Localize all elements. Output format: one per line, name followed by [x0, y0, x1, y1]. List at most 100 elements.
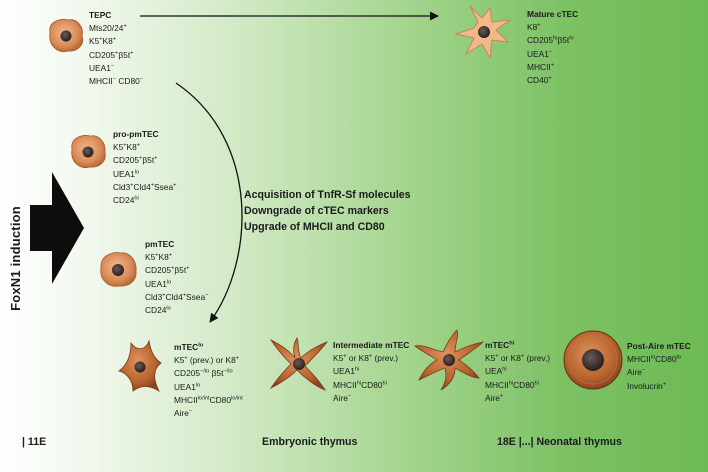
- cell-title: mTEChi: [485, 339, 550, 352]
- marker-name: CD40: [527, 75, 549, 86]
- marker-name: CD205: [113, 155, 140, 166]
- timeline-neonatal-thymus: 18E |...| Neonatal thymus: [497, 436, 622, 448]
- marker-level: +: [150, 182, 155, 189]
- mature-ctec-cell-icon: [454, 5, 512, 60]
- marker-name: MHCII: [333, 379, 357, 390]
- cell-title: Intermediate mTEC: [333, 340, 410, 350]
- marker-name: UEA1: [527, 48, 549, 59]
- marker-name: Ssea: [154, 181, 174, 192]
- cell-title: pro-pmTEC: [113, 129, 159, 139]
- marker-name: UEA1: [113, 168, 135, 179]
- marker-line: Aire−: [627, 366, 691, 379]
- marker-level: +: [162, 292, 166, 299]
- marker-level: +: [115, 50, 119, 57]
- tepc-cell-icon: [49, 19, 84, 53]
- cell-title: Post-Aire mTEC: [627, 341, 691, 351]
- marker-line: K5+ (prev.) or K8+: [174, 354, 243, 367]
- marker-line: Aire−: [333, 392, 409, 405]
- timeline-embryonic-thymus: Embryonic thymus: [262, 436, 358, 448]
- marker-name: CD24: [145, 305, 167, 316]
- marker-name: CD205: [89, 49, 116, 60]
- marker-level: lo/int: [230, 395, 243, 402]
- tepc-to-mtec-arrow: [175, 82, 243, 323]
- marker-level: +: [154, 155, 158, 162]
- marker-line: Mts20/24+: [89, 22, 143, 35]
- marker-level: −: [548, 49, 553, 56]
- marker-level: +: [123, 142, 127, 149]
- cell-title: Mature cTEC: [527, 9, 579, 19]
- marker-level: hi: [508, 380, 514, 387]
- marker-name: CD80: [513, 379, 535, 390]
- marker-name: MHCII: [89, 76, 113, 87]
- marker-name: MHCII: [627, 354, 651, 365]
- marker-line: MHCIIhiCD80hi: [485, 379, 550, 392]
- marker-name: Cld3: [145, 291, 163, 302]
- marker-level: +: [139, 155, 143, 162]
- marker-level: +: [123, 23, 127, 30]
- marker-name: β5t: [174, 265, 187, 276]
- marker-name: (prev.): [372, 353, 399, 364]
- marker-line: CD205+β5t+: [145, 264, 208, 277]
- marker-line: K8+: [527, 21, 578, 34]
- marker-name: Aire: [485, 392, 500, 403]
- marker-level: +: [499, 393, 504, 400]
- marker-name: UEA1: [333, 366, 355, 377]
- marker-level: lo: [195, 382, 201, 389]
- marker-line: UEA1−: [89, 62, 143, 75]
- marker-name: Mts20/24: [89, 23, 124, 34]
- marker-name: CD205: [145, 265, 172, 276]
- marker-level: hi: [569, 35, 574, 42]
- marker-level: +: [184, 355, 188, 362]
- marker-line: MHCIIhiCD80hi: [333, 379, 409, 392]
- marker-name: UEA1: [89, 62, 111, 73]
- marker-level: −: [110, 63, 115, 70]
- marker-level: −: [641, 367, 646, 374]
- marker-name: mTEC: [485, 340, 510, 350]
- process-note-line: Acquisition of TnfR-Sf molecules: [244, 189, 411, 201]
- marker-name: K5: [485, 353, 496, 364]
- marker-name: Aire: [627, 367, 642, 378]
- marker-level: +: [155, 252, 159, 259]
- marker-name: K5: [174, 355, 185, 366]
- marker-line: UEA1hi: [333, 365, 409, 378]
- marker-name: (prev.) or K8: [187, 355, 236, 366]
- post-aire-mtec-cell-icon: [563, 330, 623, 390]
- process-note: Acquisition of TnfR-Sf molecules Downgra…: [244, 187, 411, 235]
- marker-level: +: [130, 50, 134, 57]
- marker-line: Cld3+Cld4+Ssea−: [145, 291, 208, 304]
- marker-level: +: [182, 292, 187, 299]
- marker-name: Ssea: [186, 291, 206, 302]
- marker-name: UEA: [485, 366, 503, 377]
- marker-name: CD80: [361, 379, 383, 390]
- marker-name: or K8: [346, 353, 369, 364]
- marker-name: or K8: [498, 353, 521, 364]
- foxn1-induction-arrow: [30, 172, 84, 284]
- marker-name: CD80: [655, 354, 677, 365]
- marker-name: K8: [527, 22, 538, 33]
- marker-level: −: [188, 408, 193, 415]
- marker-level: +: [235, 355, 240, 362]
- cell-title: TEPC: [89, 10, 112, 20]
- marker-name: K8: [102, 36, 113, 47]
- marker-name: K5: [333, 353, 344, 364]
- mtec-hi-cell-icon: [414, 329, 485, 391]
- marker-line: MHCIIlo/intCD80lo/int: [174, 394, 243, 407]
- marker-level: −: [139, 76, 144, 83]
- marker-level: −/lo: [223, 368, 233, 375]
- marker-name: MHCII: [174, 394, 198, 405]
- cell-title: mTEClo: [174, 341, 243, 354]
- marker-name: K8: [158, 252, 169, 263]
- marker-level: +: [520, 353, 525, 360]
- intermediate-mtec-label: Intermediate mTEC K5+ or K8+ (prev.)UEA1h…: [333, 339, 409, 405]
- marker-line: K5+ or K8+ (prev.): [333, 352, 409, 365]
- marker-level: hi: [534, 380, 539, 387]
- foxn1-induction-label: FoxN1 induction: [7, 205, 23, 311]
- marker-line: MHCII+: [527, 61, 578, 74]
- marker-name: Cld3: [113, 181, 131, 192]
- marker-name: Cld4: [165, 291, 183, 302]
- marker-name: (prev.): [524, 353, 551, 364]
